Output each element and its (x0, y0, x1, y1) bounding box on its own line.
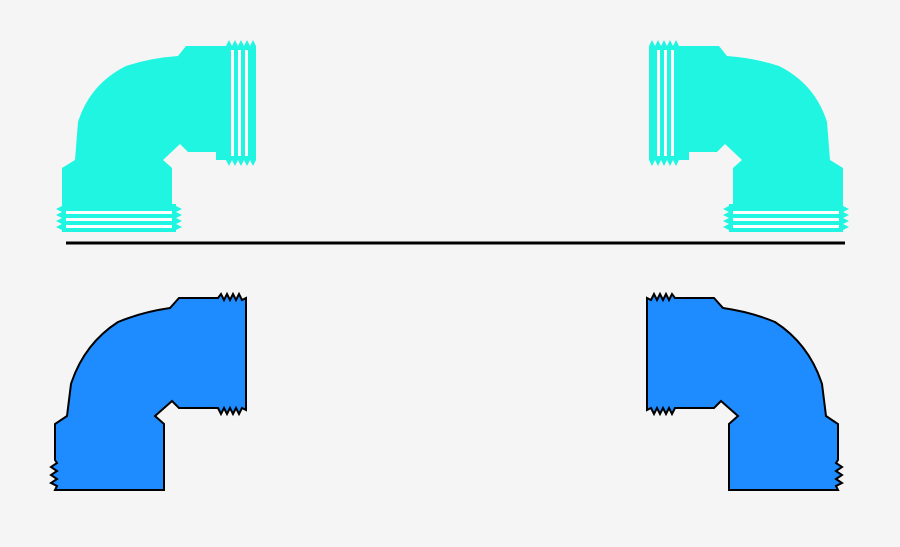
vertical-thread-collar (649, 46, 689, 160)
elbow-body (677, 46, 843, 208)
vertical-thread-collar (216, 46, 256, 160)
elbow-body (646, 291, 844, 491)
bottom-left-elbow-icon (49, 291, 247, 491)
elbow-body (62, 46, 228, 208)
thread-grooves (657, 50, 839, 228)
top-right-elbow-icon (649, 40, 849, 232)
elbow-body (49, 291, 247, 491)
bottom-right-elbow-icon (646, 291, 844, 491)
thread-grooves (66, 50, 248, 228)
top-left-elbow-icon (56, 40, 256, 232)
